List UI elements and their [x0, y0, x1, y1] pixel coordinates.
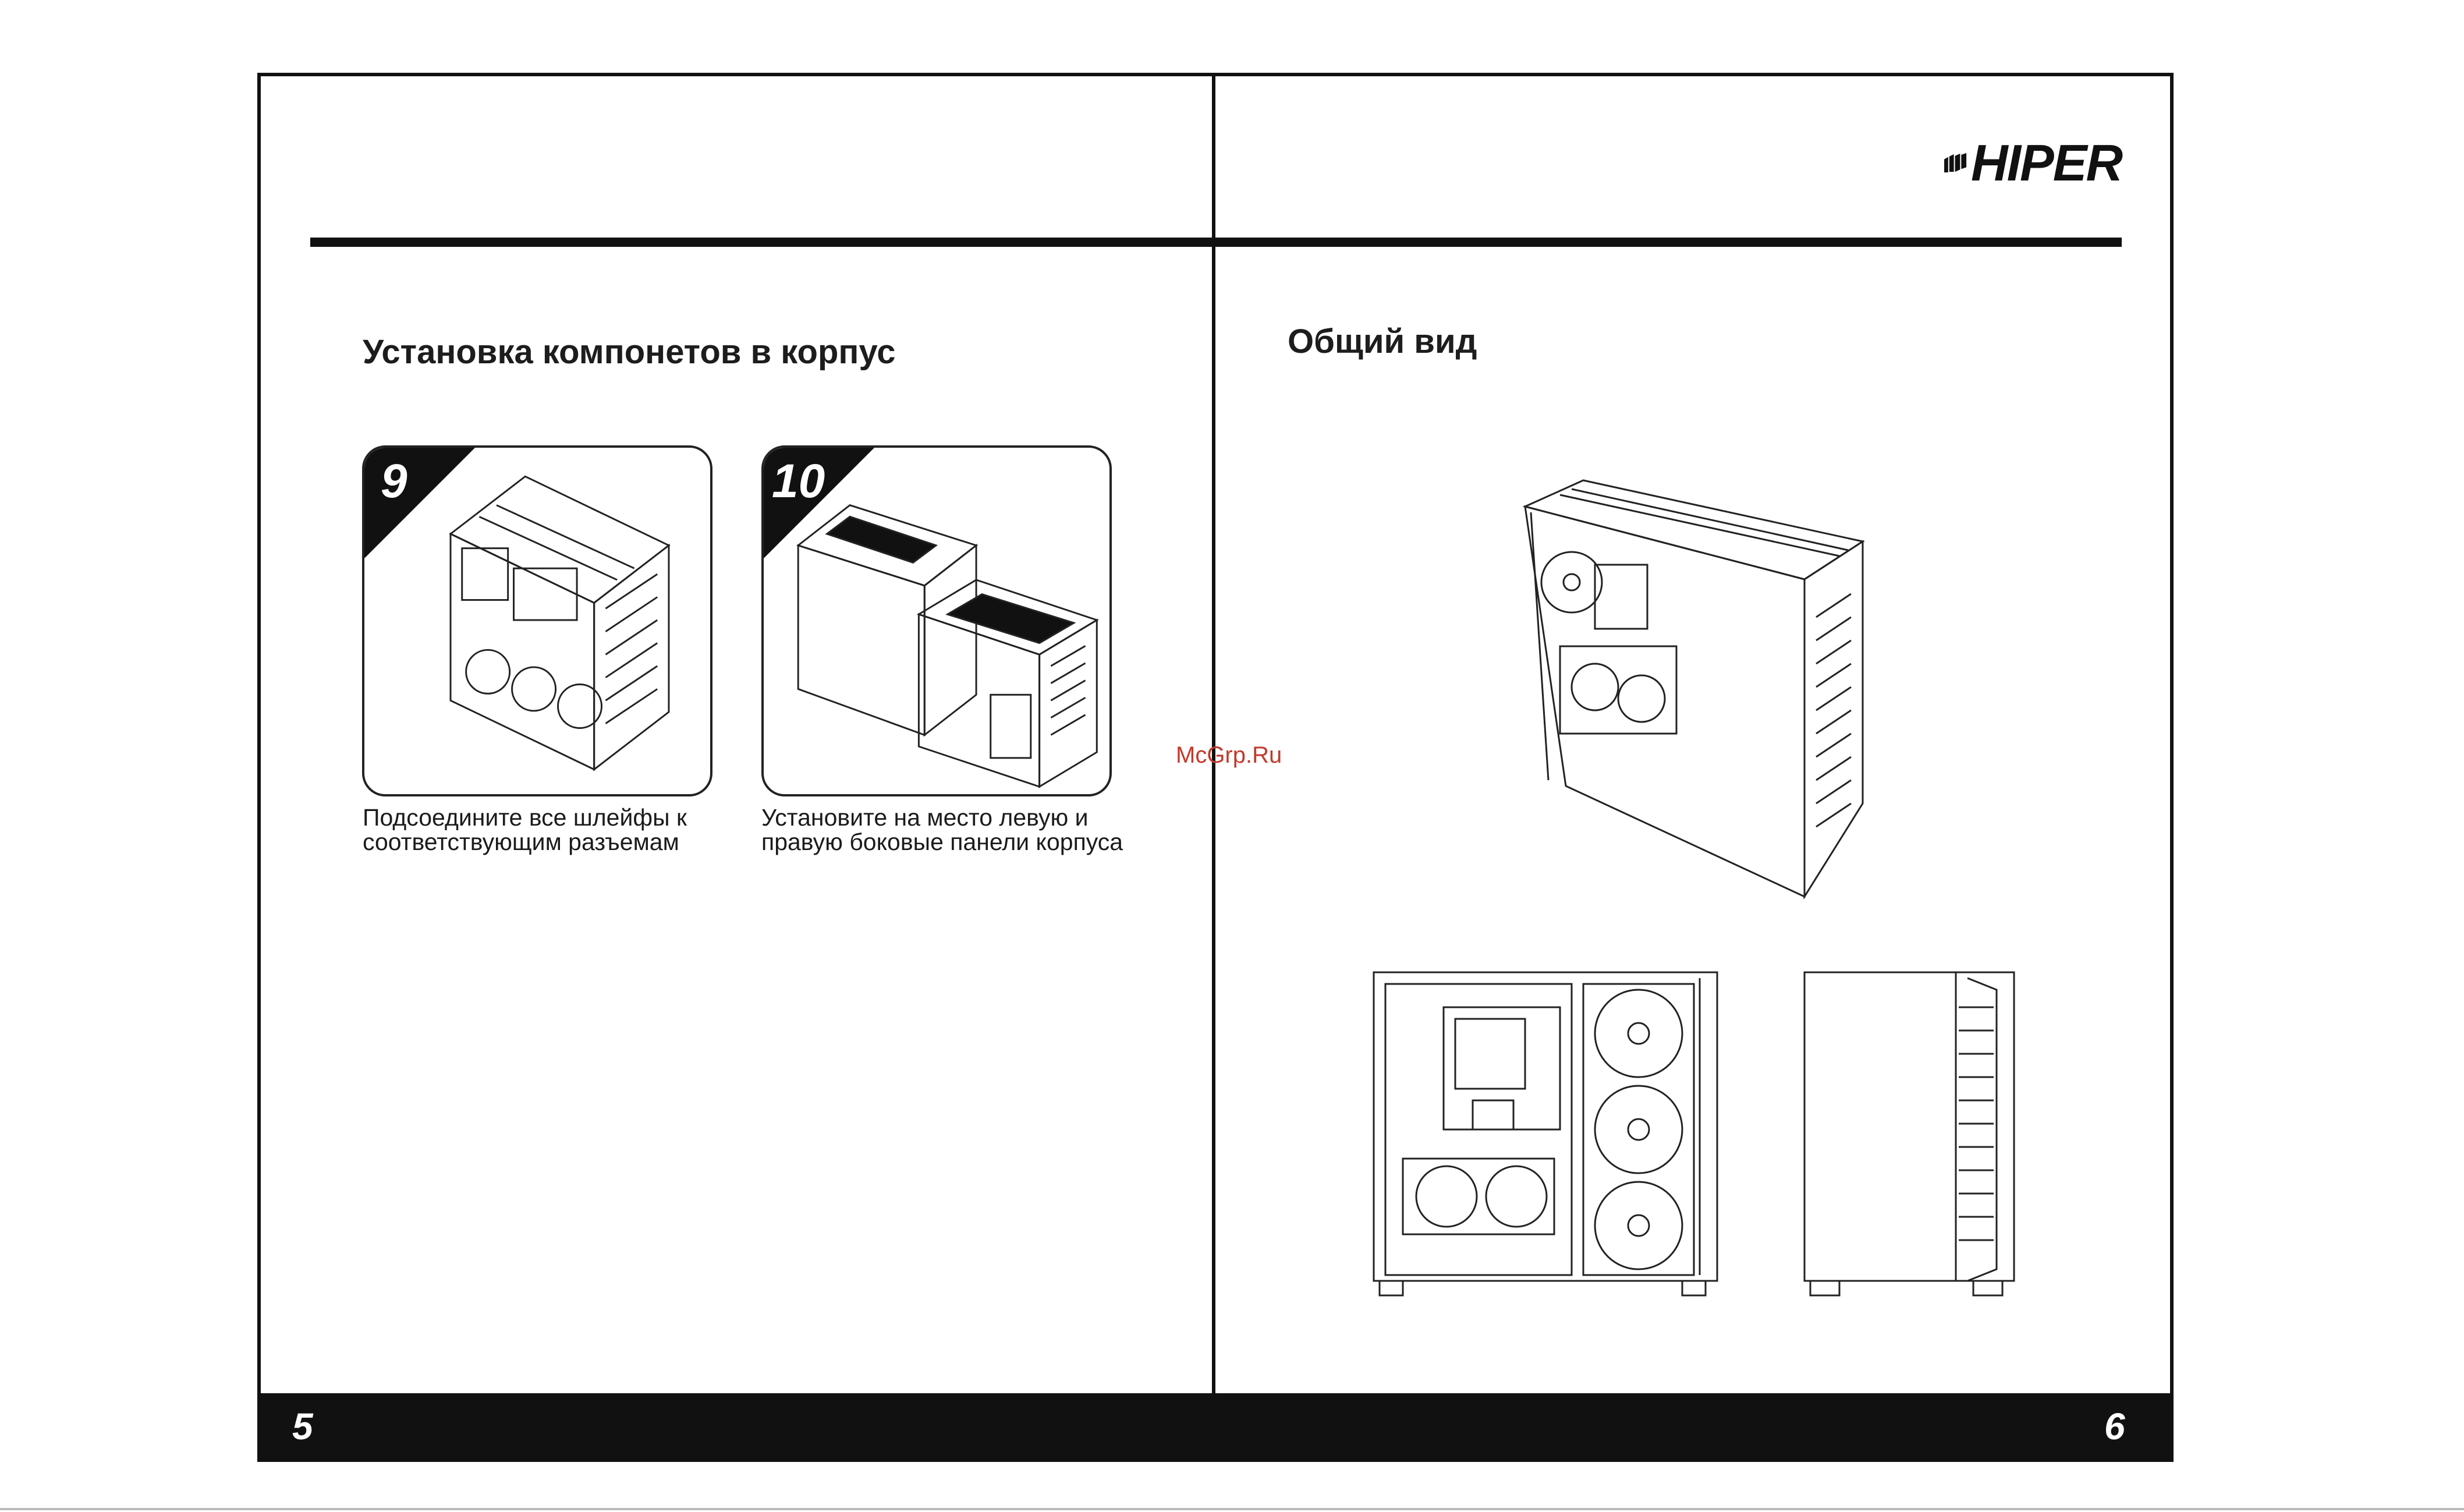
header-rule: [310, 238, 2122, 247]
step-9-box: 9: [362, 445, 712, 796]
caption-line: Подсоедините все шлейфы к: [363, 805, 735, 830]
left-page-heading: Установка компонетов в корпус: [363, 332, 896, 373]
watermark: McGrp.Ru: [1176, 742, 1282, 769]
caption-line: Установите на место левую и: [761, 805, 1180, 830]
step-10-caption: Установите на место левую и правую боков…: [761, 805, 1180, 854]
page-number-right: 6: [2104, 1400, 2125, 1453]
case-front-illustration: [1799, 966, 2020, 1304]
caption-line: соответствующим разъемам: [363, 830, 735, 854]
footer-bar: [257, 1393, 2174, 1462]
caption-line: правую боковые панели корпуса: [761, 830, 1180, 854]
page-divider: [1212, 73, 1215, 1393]
scan-edge: [0, 1508, 2464, 1510]
case-isometric-illustration: [1513, 477, 1886, 902]
logo-mark-icon: [1944, 143, 1967, 183]
case-side-illustration: [1368, 966, 1723, 1304]
step-number: 10: [772, 452, 825, 511]
step-number: 9: [381, 452, 407, 511]
logo-text: HIPER: [1971, 133, 2122, 193]
brand-logo: HIPER: [1944, 135, 2122, 191]
step-9-caption: Подсоедините все шлейфы к соответствующи…: [363, 805, 735, 854]
right-page-heading: Общий вид: [1288, 321, 1477, 362]
page-number-left: 5: [292, 1400, 313, 1453]
step-10-box: 10: [761, 445, 1112, 796]
